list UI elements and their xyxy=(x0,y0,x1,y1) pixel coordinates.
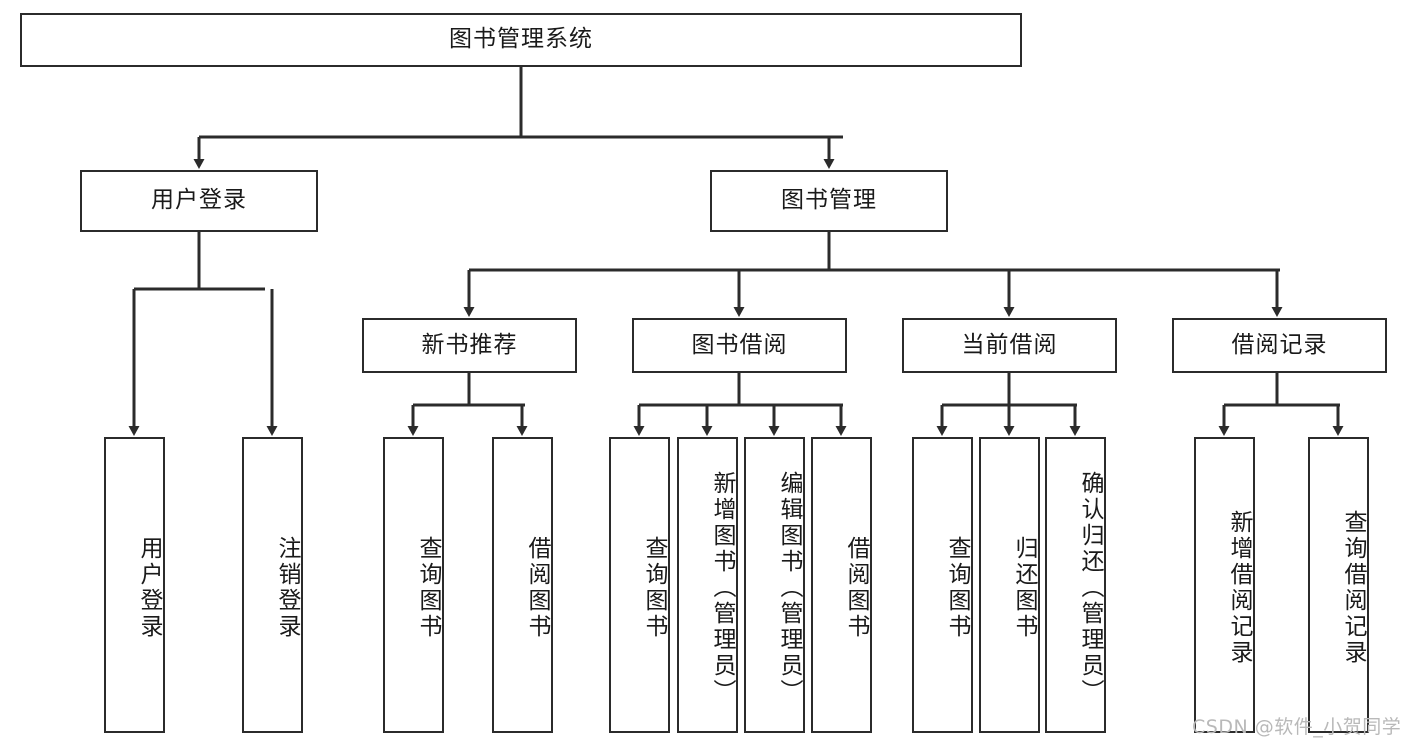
node-borrow-record[interactable]: 借阅记录 xyxy=(1172,318,1387,373)
node-leaf-add-book-label: 新增图书（管理员） xyxy=(709,471,735,705)
node-leaf-query-book-1-label: 查询图书 xyxy=(415,536,441,640)
node-book-manage-label: 图书管理 xyxy=(781,187,877,214)
node-leaf-return-book-label: 归还图书 xyxy=(1011,536,1037,640)
node-leaf-query-book-2-label: 查询图书 xyxy=(641,536,667,640)
node-leaf-query-book-3[interactable]: 查询图书 xyxy=(912,437,973,733)
node-borrow-record-label: 借阅记录 xyxy=(1231,331,1328,358)
node-book-borrow[interactable]: 图书借阅 xyxy=(632,318,847,373)
node-leaf-query-record[interactable]: 查询借阅记录 xyxy=(1308,437,1369,733)
node-leaf-return-book[interactable]: 归还图书 xyxy=(979,437,1040,733)
node-leaf-query-book-3-label: 查询图书 xyxy=(944,536,970,640)
node-leaf-add-record[interactable]: 新增借阅记录 xyxy=(1194,437,1255,733)
node-current-borrow-label: 当前借阅 xyxy=(961,331,1058,358)
node-leaf-logout-label: 注销登录 xyxy=(274,536,300,640)
csdn-watermark: CSDN @软件_小贺同学 xyxy=(1192,716,1402,738)
node-leaf-edit-book-label: 编辑图书（管理员） xyxy=(776,471,802,705)
node-book-manage[interactable]: 图书管理 xyxy=(710,170,948,232)
node-leaf-borrow-book-1-label: 借阅图书 xyxy=(524,536,550,640)
node-root-label: 图书管理系统 xyxy=(449,26,593,53)
node-leaf-logout[interactable]: 注销登录 xyxy=(242,437,303,733)
node-leaf-query-book-2[interactable]: 查询图书 xyxy=(609,437,670,733)
node-leaf-borrow-book-2-label: 借阅图书 xyxy=(843,536,869,640)
node-current-borrow[interactable]: 当前借阅 xyxy=(902,318,1117,373)
node-leaf-query-record-label: 查询借阅记录 xyxy=(1340,510,1366,666)
node-leaf-add-record-label: 新增借阅记录 xyxy=(1226,510,1252,666)
node-leaf-confirm-return[interactable]: 确认归还（管理员） xyxy=(1045,437,1106,733)
node-new-book-recommend-label: 新书推荐 xyxy=(421,331,518,358)
node-leaf-confirm-return-label: 确认归还（管理员） xyxy=(1077,471,1103,705)
node-root[interactable]: 图书管理系统 xyxy=(20,13,1022,67)
node-leaf-borrow-book-1[interactable]: 借阅图书 xyxy=(492,437,553,733)
node-user-login-label: 用户登录 xyxy=(151,187,247,214)
node-new-book-recommend[interactable]: 新书推荐 xyxy=(362,318,577,373)
node-leaf-borrow-book-2[interactable]: 借阅图书 xyxy=(811,437,872,733)
node-book-borrow-label: 图书借阅 xyxy=(691,331,788,358)
node-leaf-user-login[interactable]: 用户登录 xyxy=(104,437,165,733)
node-leaf-edit-book[interactable]: 编辑图书（管理员） xyxy=(744,437,805,733)
node-user-login[interactable]: 用户登录 xyxy=(80,170,318,232)
node-leaf-add-book[interactable]: 新增图书（管理员） xyxy=(677,437,738,733)
node-leaf-user-login-label: 用户登录 xyxy=(136,536,162,640)
node-leaf-query-book-1[interactable]: 查询图书 xyxy=(383,437,444,733)
